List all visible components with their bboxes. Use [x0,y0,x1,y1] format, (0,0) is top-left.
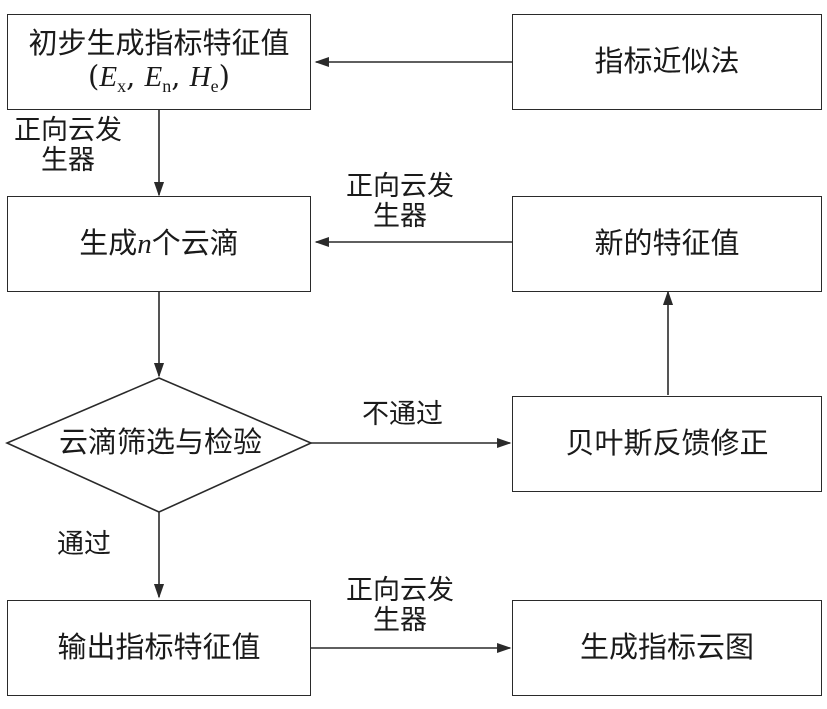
edge-label-forward-generator-2: 正向云发 生器 [346,171,454,233]
edge-label-forward-generator-3: 正向云发 生器 [346,575,454,637]
generate-drops-label: 生成n个云滴 [79,225,239,260]
output-values-box: 输出指标特征值 [7,600,311,696]
indicator-approx-label: 指标近似法 [594,44,740,79]
initial-values-title: 初步生成指标特征值 [28,25,290,60]
cloud-map-label: 生成指标云图 [579,630,754,665]
edge-label-fail: 不通过 [362,399,443,430]
cloud-map-box: 生成指标云图 [512,600,822,696]
bayes-feedback-label: 贝叶斯反馈修正 [565,426,769,461]
initial-values-box: 初步生成指标特征值 (Ex, En, He) [7,14,311,110]
screen-test-label: 云滴筛选与检验 [59,425,263,459]
indicator-approx-box: 指标近似法 [512,14,822,110]
edge-label-pass: 通过 [57,529,111,560]
new-values-box: 新的特征值 [512,196,822,292]
initial-values-params: (Ex, En, He) [88,59,230,97]
generate-drops-box: 生成n个云滴 [7,196,311,292]
bayes-feedback-box: 贝叶斯反馈修正 [512,396,822,492]
output-values-label: 输出指标特征值 [57,630,261,665]
edge-label-forward-generator-1: 正向云发 生器 [14,115,122,177]
new-values-label: 新的特征值 [594,226,740,261]
